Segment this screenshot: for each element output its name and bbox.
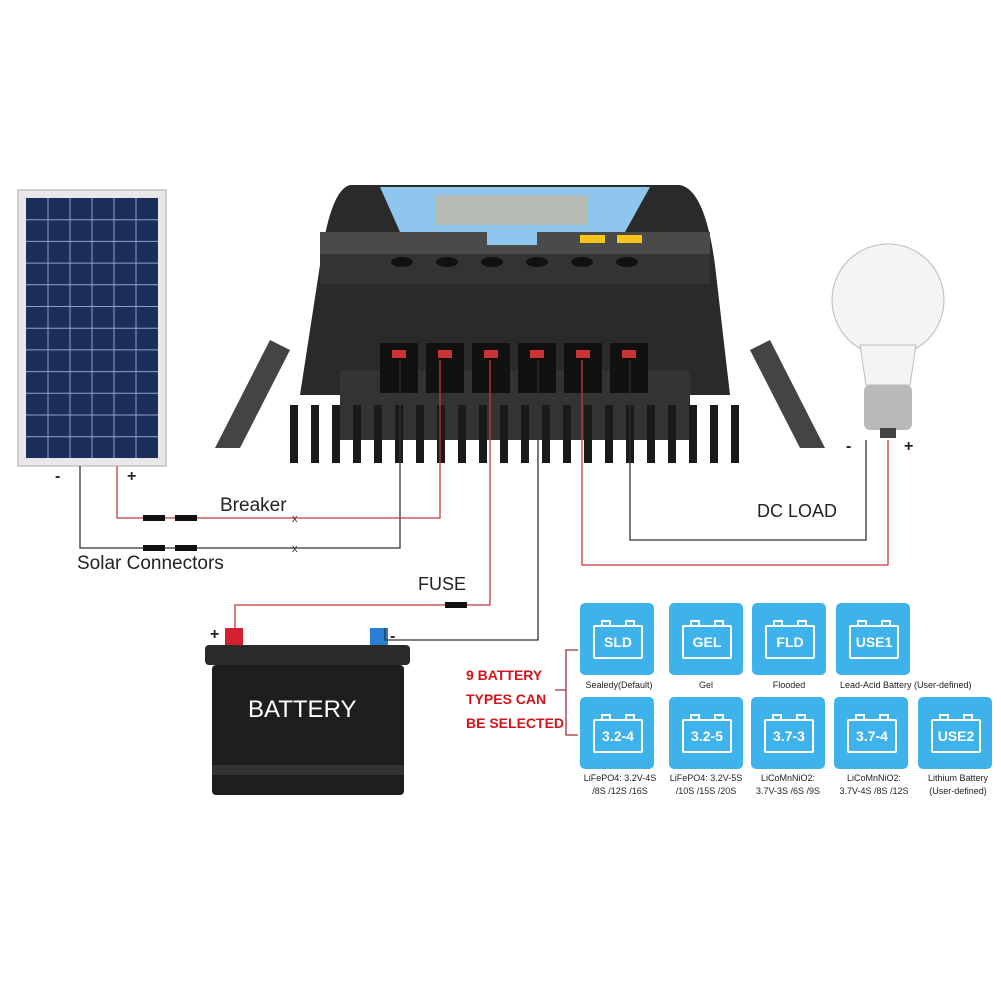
battery-type-card: USE2 [918, 697, 992, 769]
dc-load-label: DC LOAD [757, 501, 838, 521]
terminal-screw [438, 350, 452, 358]
battery-icon: USE2 [931, 714, 981, 753]
light-bulb [831, 243, 945, 438]
panel-minus-label: - [55, 468, 61, 485]
solar-connectors-label: Solar Connectors [77, 553, 224, 574]
heatsink-fin [584, 405, 592, 463]
controller-button [526, 257, 548, 267]
charge-controller [215, 185, 825, 463]
battery-type-caption: LiFePO4: 3.2V-4S/8S /12S /16S [583, 773, 657, 796]
battery-types-heading: 9 BATTERY TYPES CAN BE SELECTED [466, 663, 564, 735]
heatsink-fin [500, 405, 508, 463]
controller-button [616, 257, 638, 267]
battery-icon: 3.2-4 [593, 714, 643, 753]
load-minus-label: - [846, 438, 852, 455]
heatsink-fin [458, 405, 466, 463]
svg-text:x: x [292, 513, 298, 525]
heatsink-fin [311, 405, 319, 463]
battery-minus-label: - [390, 628, 396, 645]
battery-icon: SLD [593, 620, 643, 659]
battery-type-card: GEL [669, 603, 743, 675]
heatsink-fin [542, 405, 550, 463]
solar-panel [17, 189, 167, 467]
breaker-label: Breaker [220, 495, 287, 516]
heatsink-fin [395, 405, 403, 463]
battery-type-card: 3.2-4 [580, 697, 654, 769]
battery-type-caption: LiFePO4: 3.2V-5S/10S /15S /20S [669, 773, 743, 796]
battery [205, 628, 410, 795]
battery-type-card: USE1 [836, 603, 910, 675]
battery-icon: 3.7-3 [764, 714, 814, 753]
battery-type-caption: LiCoMnNiO2:3.7V-4S /8S /12S [839, 773, 909, 796]
battery-plus-label: + [210, 626, 220, 643]
load-plus-label: + [904, 438, 914, 455]
heading-line: TYPES CAN [466, 691, 547, 707]
heatsink-fin [605, 405, 613, 463]
battery-type-caption: Sealedy(Default) [585, 680, 653, 690]
heatsink-fin [416, 405, 424, 463]
controller-button [481, 257, 503, 267]
heatsink-fin [563, 405, 571, 463]
battery-type-caption: Flooded [772, 680, 806, 690]
heatsink-fin [374, 405, 382, 463]
heatsink-fin [332, 405, 340, 463]
svg-text:x: x [292, 543, 298, 555]
terminal-screw [530, 350, 544, 358]
battery-type-caption: Lithium Battery(User-defined) [927, 773, 989, 796]
battery-icon: USE1 [849, 620, 899, 659]
battery-type-card: SLD [580, 603, 654, 675]
heatsink-fin [521, 405, 529, 463]
battery-icon: 3.2-5 [682, 714, 732, 753]
heatsink-fin [353, 405, 361, 463]
heading-line: 9 BATTERY [466, 667, 543, 683]
battery-icon: GEL [682, 620, 732, 659]
battery-type-card: 3.2-5 [669, 697, 743, 769]
terminal-screw [576, 350, 590, 358]
controller-button [391, 257, 413, 267]
heatsink-fin [437, 405, 445, 463]
battery-type-caption: LiCoMnNiO2:3.7V-3S /6S /9S [755, 773, 821, 796]
battery-icon: FLD [765, 620, 815, 659]
battery-type-card: 3.7-4 [834, 697, 908, 769]
terminal-screw [392, 350, 406, 358]
battery-icon: 3.7-4 [847, 714, 897, 753]
terminal-screw [484, 350, 498, 358]
battery-type-card: FLD [752, 603, 826, 675]
battery-type-caption: Lead-Acid Battery (User-defined) [840, 680, 972, 690]
heatsink-fin [731, 405, 739, 463]
heatsink-fin [290, 405, 298, 463]
heatsink-fin [710, 405, 718, 463]
heatsink-fin [689, 405, 697, 463]
heatsink-fin [668, 405, 676, 463]
battery-label: BATTERY [248, 696, 357, 723]
panel-plus-label: + [127, 468, 137, 485]
controller-button [436, 257, 458, 267]
battery-type-card: 3.7-3 [751, 697, 825, 769]
fuse-label: FUSE [418, 574, 467, 594]
heatsink-fin [479, 405, 487, 463]
heatsink-fin [647, 405, 655, 463]
terminal-screw [622, 350, 636, 358]
battery-type-caption: Gel [698, 680, 713, 690]
heading-line: BE SELECTED [466, 715, 565, 731]
controller-button [571, 257, 593, 267]
